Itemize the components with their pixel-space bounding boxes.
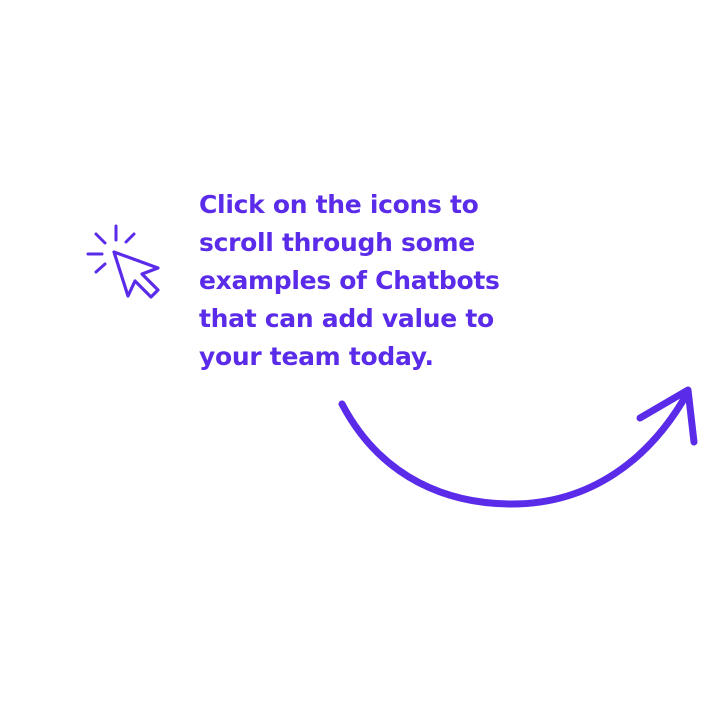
- instruction-line-1: Click on the icons to: [199, 190, 479, 219]
- instruction-line-2: scroll through some: [199, 228, 475, 257]
- click-ray-lower-left: [94, 262, 107, 274]
- pointer-arrow-shape: [112, 250, 160, 299]
- instruction-text: Click on the icons to scroll through som…: [199, 186, 529, 376]
- cursor-click-icon: [86, 224, 160, 299]
- arrow-curve: [338, 388, 692, 508]
- instruction-line-3: examples of Chatbots: [199, 266, 500, 295]
- curved-arrow-right-icon: [338, 386, 698, 508]
- click-ray-upper-left: [94, 232, 107, 245]
- instruction-line-5: your team today.: [199, 342, 434, 371]
- instruction-line-4: that can add value to: [199, 304, 494, 333]
- arrow-head: [636, 386, 698, 446]
- click-ray-upper-right: [124, 232, 136, 244]
